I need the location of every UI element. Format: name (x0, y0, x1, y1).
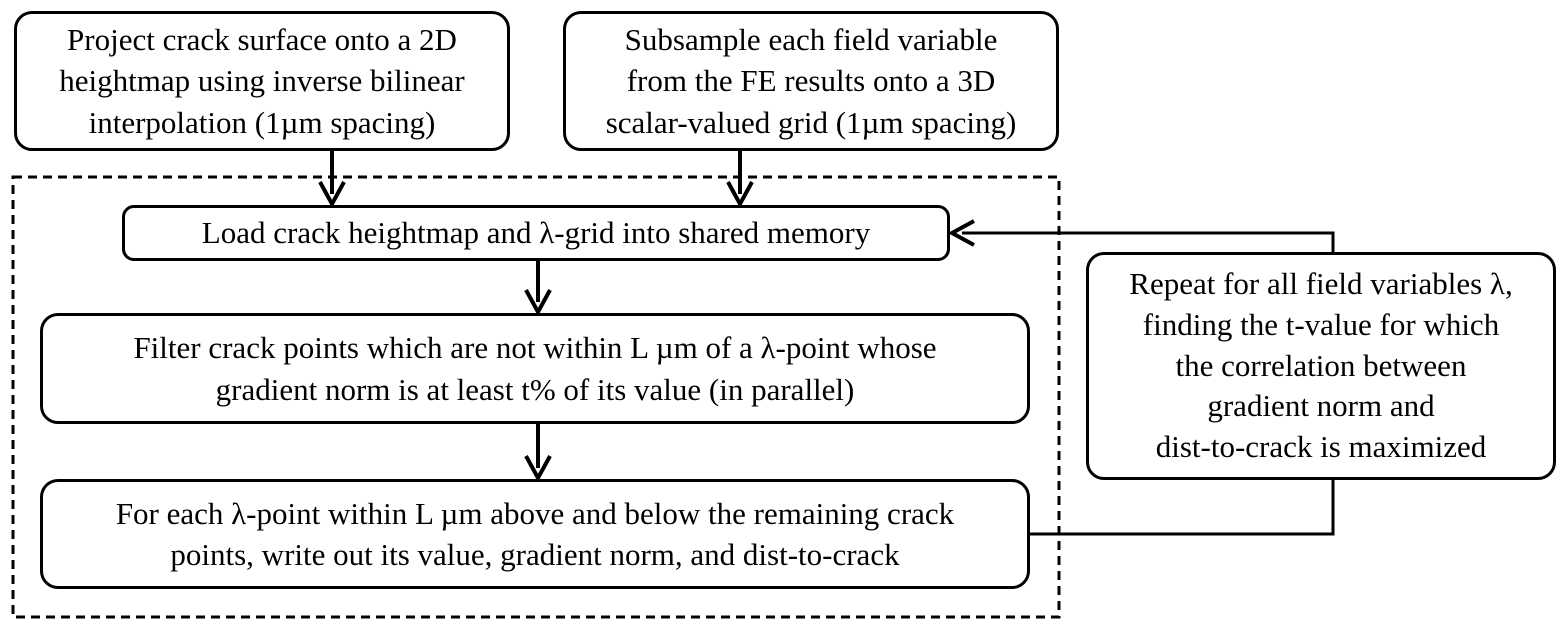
write-out-values-box: For each λ-point within L µm above and b… (40, 479, 1030, 589)
parallel-region-dashed-border (11, 175, 1061, 619)
arrow-project-to-load (318, 151, 346, 209)
load-shared-memory-text: Load crack heightmap and λ-grid into sha… (201, 215, 871, 251)
subsample-field-variable-box: Subsample each field variable from the F… (563, 11, 1059, 151)
write-out-values-text: For each λ-point within L µm above and b… (115, 495, 955, 572)
project-crack-surface-text: Project crack surface onto a 2D heightma… (59, 22, 465, 140)
arrow-subsample-to-load (726, 151, 754, 209)
project-crack-surface-box: Project crack surface onto a 2D heightma… (14, 11, 510, 151)
repeat-field-variables-box: Repeat for all field variables λ, findin… (1086, 252, 1556, 480)
subsample-field-variable-text: Subsample each field variable from the F… (605, 22, 1017, 140)
repeat-field-variables-text: Repeat for all field variables λ, findin… (1129, 266, 1513, 464)
connector-foreach-to-repeat (1030, 480, 1335, 536)
filter-crack-points-box: Filter crack points which are not within… (40, 313, 1030, 424)
load-shared-memory-box: Load crack heightmap and λ-grid into sha… (122, 205, 950, 261)
arrow-repeat-to-load (947, 219, 1335, 252)
filter-crack-points-text: Filter crack points which are not within… (133, 330, 937, 407)
arrow-filter-to-foreach (524, 424, 552, 483)
arrow-load-to-filter (524, 261, 552, 317)
